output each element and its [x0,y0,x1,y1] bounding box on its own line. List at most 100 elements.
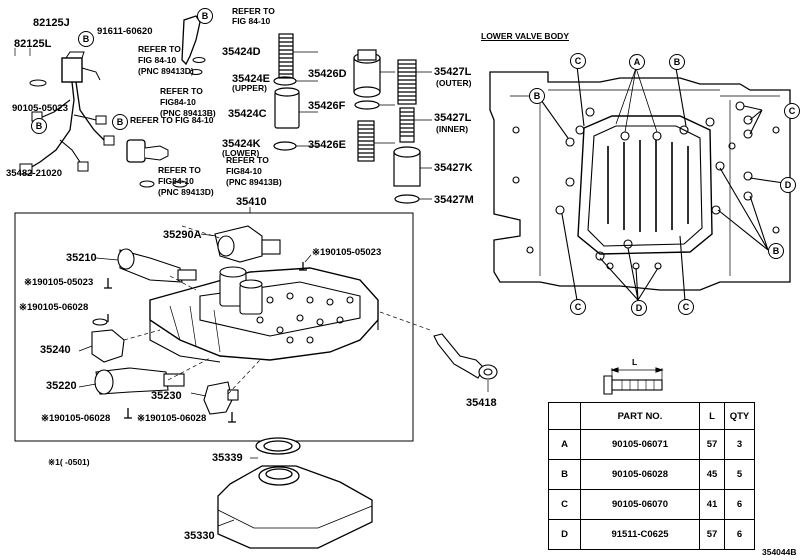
callout-c-right: C [784,103,800,119]
callout-b-harness: B [78,31,94,47]
label-outer: (OUTER) [436,78,472,88]
table-cell: 3 [724,429,755,460]
label-190105-05023-left[interactable]: ※190105-05023 [24,277,94,288]
callout-a-top: A [629,54,645,70]
refer-note-3c[interactable]: (PNC 89413B) [160,108,216,118]
label-190105-06028-left[interactable]: ※190105-06028 [19,302,89,313]
label-35339[interactable]: 35339 [212,452,243,464]
label-35220[interactable]: 35220 [46,380,77,392]
table-header-cell: L [699,402,725,430]
table-cell[interactable]: 90105-06028 [580,459,700,490]
callout-b-harness-lower: B [31,118,47,134]
refer-note-3a[interactable]: REFER TO [160,86,203,96]
refer-note-6c[interactable]: (PNC 89413D) [158,187,214,197]
label-inner: (INNER) [436,124,469,134]
table-cell: C [548,489,581,520]
label-upper: (UPPER) [232,83,267,93]
table-cell: 57 [699,519,725,550]
refer-note-6a[interactable]: REFER TO [158,165,201,175]
label-35424d[interactable]: 35424D [222,46,261,58]
table-header-cell: QTY [724,402,755,430]
callout-b-speed-sensor: B [112,114,128,130]
table-cell[interactable]: 90105-06071 [580,429,700,460]
label-35330[interactable]: 35330 [184,530,215,542]
table-row: D 91511-C0625 57 6 [548,519,755,550]
valve-body-drawing [78,225,431,423]
refer-note-2b[interactable]: FIG 84-10 [138,55,177,65]
label-35426f[interactable]: 35426F [308,100,346,112]
table-header-row: PART NO. L QTY [548,402,755,430]
table-cell: 57 [699,429,725,460]
label-35427l-inner[interactable]: 35427L [434,112,472,124]
label-35424c[interactable]: 35424C [228,108,267,120]
label-35418[interactable]: 35418 [466,397,497,409]
label-35290a[interactable]: 35290A [163,229,202,241]
label-190105-06028-bottom2[interactable]: ※190105-06028 [137,413,207,424]
springs-valves-drawing [273,33,432,204]
label-190105-06028-bottom1[interactable]: ※190105-06028 [41,413,111,424]
label-82125j[interactable]: 82125J [33,17,70,29]
table-row: A 90105-06071 57 3 [548,429,755,460]
wiring-harness-drawing [14,48,115,175]
refer-note-1a[interactable]: REFER TO [232,6,275,16]
lower-valve-body-title: LOWER VALVE BODY [481,31,569,41]
refer-note-3b[interactable]: FIG84-10 [160,97,196,107]
refer-note-6b[interactable]: FIG84-10 [158,176,194,186]
label-35424k[interactable]: 35424K [222,138,261,150]
label-35240[interactable]: 35240 [40,344,71,356]
label-35427k[interactable]: 35427K [434,162,473,174]
refer-note-5a[interactable]: REFER TO [226,155,269,165]
label-82125l[interactable]: 82125L [14,38,52,50]
strainer-drawing [217,437,373,549]
callout-b-top-right: B [669,54,685,70]
label-35426e[interactable]: 35426E [308,139,346,151]
callout-b-top-sensor: B [197,8,213,24]
table-cell[interactable]: 91511-C0625 [580,519,700,550]
callout-b-right: B [768,243,784,259]
table-cell[interactable]: 90105-06070 [580,489,700,520]
label-35424e[interactable]: 35424E [232,73,270,85]
refer-note-1b[interactable]: FIG 84-10 [232,16,271,26]
callout-c-bottom-left: C [570,299,586,315]
label-35427m[interactable]: 35427M [434,194,474,206]
label-35427l-outer[interactable]: 35427L [434,66,472,78]
lower-valve-body-drawing [489,65,791,302]
refer-note-2c[interactable]: (PNC 89413D) [138,66,194,76]
table-header-cell [548,402,581,430]
label-lower: (LOWER) [222,148,260,158]
parts-table: PART NO. L QTY A 90105-06071 57 3 B 9010… [548,402,755,550]
figure-number: 354044B [762,547,797,557]
valve-body-frame [14,212,414,442]
callout-c-top: C [570,53,586,69]
refer-note-5c[interactable]: (PNC 89413B) [226,177,282,187]
refer-note-2a[interactable]: REFER TO [138,44,181,54]
callout-b-left: B [529,88,545,104]
refer-note-4[interactable]: REFER TO FIG 84-10 [130,115,214,125]
label-35482-21020[interactable]: 35482-21020 [6,168,62,179]
label-35210[interactable]: 35210 [66,252,97,264]
table-header-cell: PART NO. [580,402,700,430]
table-cell: D [548,519,581,550]
speed-sensor-drawing [126,139,188,188]
table-cell: 41 [699,489,725,520]
dimension-l: L [632,357,638,367]
table-cell: B [548,459,581,490]
table-row: C 90105-06070 41 6 [548,489,755,520]
label-90105-05023-top[interactable]: 90105-05023 [12,103,68,114]
callout-d-bottom: D [631,300,647,316]
table-row: B 90105-06028 45 5 [548,459,755,490]
label-190105-05023-right[interactable]: ※190105-05023 [312,247,382,258]
label-35426d[interactable]: 35426D [308,68,347,80]
callout-d-right: D [780,177,796,193]
refer-note-5b[interactable]: FIG84-10 [226,166,262,176]
table-cell: 6 [724,489,755,520]
label-35410[interactable]: 35410 [236,196,267,208]
sensor-35418-drawing [433,333,498,392]
table-cell: 45 [699,459,725,490]
table-cell: A [548,429,581,460]
label-91611-60620[interactable]: 91611-60620 [97,26,153,37]
bolt-dimension-drawing [603,367,664,395]
label-35230[interactable]: 35230 [151,390,182,402]
